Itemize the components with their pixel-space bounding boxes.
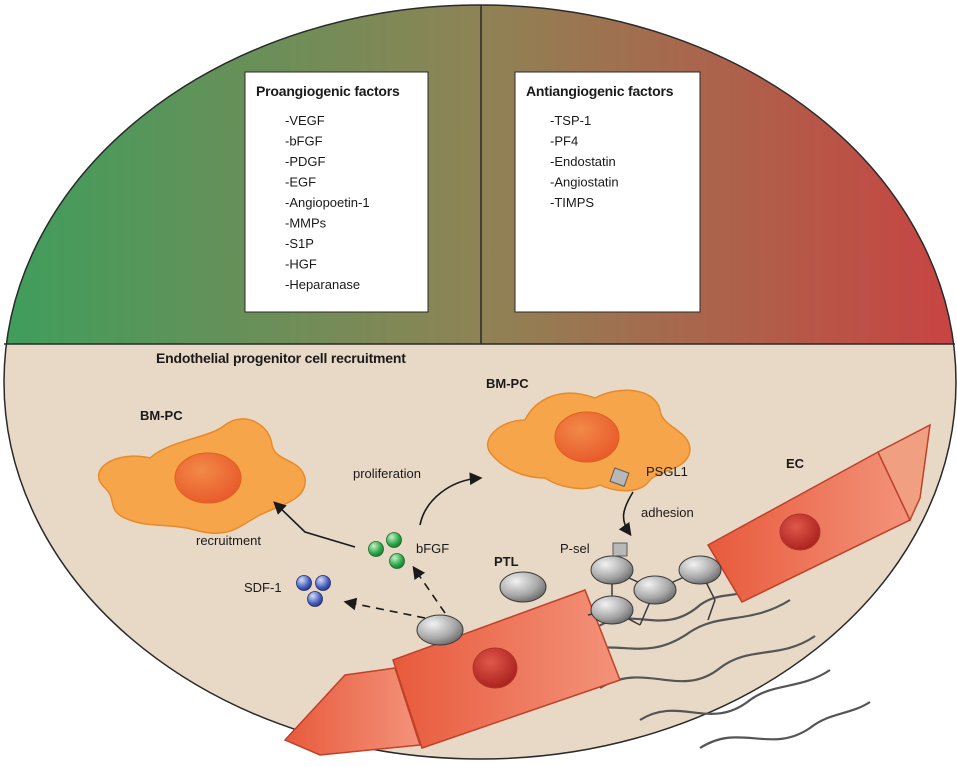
sdf1-ball-1: [296, 575, 312, 591]
proangiogenic-factor-item: -Angiopoetin-1: [285, 195, 370, 210]
sdf1-ball-2: [315, 575, 331, 591]
bmpc-left-cell: [97, 418, 306, 535]
proangiogenic-factor-item: -S1P: [285, 236, 314, 251]
antiangiogenic-list: -TSP-1 -PF4 -Endostatin -Angiostatin -TIMPS: [550, 113, 619, 210]
bfgf-ball-2: [386, 532, 402, 548]
ec-label: EC: [786, 456, 805, 471]
sdf1-ball-3: [307, 591, 323, 607]
psgl1-label: PSGL1: [646, 464, 688, 479]
bmpc-right-nucleus: [554, 411, 620, 463]
antiangiogenic-box: Antiangiogenic factors -TSP-1 -PF4 -Endost…: [514, 71, 701, 313]
bmpc-right-label: BM-PC: [486, 376, 529, 391]
nucleus-right: [779, 513, 821, 551]
platelet-2: [499, 571, 547, 603]
ptl-label: PTL: [494, 554, 519, 569]
proangiogenic-title: Proangiogenic factors: [256, 83, 400, 99]
receptor-4: [590, 595, 634, 625]
top-gradient-region: [4, 5, 956, 344]
receptor-1: [590, 555, 634, 585]
antiangiogenic-factor-item: -Endostatin: [550, 154, 616, 169]
nucleus-lower: [472, 647, 518, 689]
proangiogenic-list: -VEGF -bFGF -PDGF -EGF -Angiopoetin-1 -MMPs -S…: [285, 113, 370, 292]
bmpc-right-cell: [486, 389, 691, 492]
receptor-3: [678, 555, 722, 585]
psel-label: P-sel: [560, 541, 590, 556]
sdf1-label: SDF-1: [244, 580, 282, 595]
fiber-4: [639, 669, 831, 721]
receptor-2: [633, 575, 677, 605]
endothelial-cell-fragment-left: [283, 667, 422, 756]
recruitment-arrow: [273, 501, 356, 548]
adhesion-label: adhesion: [641, 505, 694, 520]
arrows: [273, 472, 634, 619]
proliferation-label: proliferation: [353, 466, 421, 481]
bfgf-ball-3: [389, 553, 405, 569]
proangiogenic-factor-item: -PDGF: [285, 154, 326, 169]
p-selectin-square: [612, 542, 628, 557]
platelet-1: [416, 614, 464, 646]
sdf1-molecules: [296, 575, 331, 607]
proangiogenic-factor-item: -Heparanase: [285, 277, 360, 292]
psgl1-square: [609, 467, 630, 487]
antiangiogenic-box-frame: [514, 71, 701, 313]
adhesion-network: [587, 542, 722, 626]
endothelial-cell-fragment-right: [877, 423, 931, 522]
outer-ellipse: [3, 4, 957, 760]
proliferation-arrow: [419, 472, 483, 526]
proangiogenic-factor-item: -MMPs: [285, 216, 327, 231]
proangiogenic-factor-item: -VEGF: [285, 113, 325, 128]
proangiogenic-factor-item: -bFGF: [285, 134, 323, 149]
antiangiogenic-factor-item: -TSP-1: [550, 113, 591, 128]
antiangiogenic-title: Antiangiogenic factors: [526, 83, 674, 99]
platelet-receptors: [416, 571, 547, 646]
bmpc-left-label: BM-PC: [140, 408, 183, 423]
bfgf-ball-1: [368, 541, 384, 557]
antiangiogenic-factor-item: -PF4: [550, 134, 578, 149]
fiber-3: [599, 635, 816, 689]
proangiogenic-box-frame: [244, 71, 429, 313]
antiangiogenic-factor-item: -Angiostatin: [550, 175, 619, 190]
fiber-5: [699, 701, 871, 749]
endothelial-cells: [283, 423, 931, 756]
arrow-to-bfgf: [412, 565, 446, 614]
antiangiogenic-factor-item: -TIMPS: [550, 195, 594, 210]
proangiogenic-factor-item: -HGF: [285, 257, 317, 272]
adhesion-arrow: [618, 491, 634, 537]
bmpc-left-nucleus: [174, 452, 242, 504]
recruitment-label: recruitment: [196, 533, 261, 548]
proangiogenic-box: Proangiogenic factors -VEGF -bFGF -PDGF -EG…: [244, 71, 429, 313]
recruitment-section-title: Endothelial progenitor cell recruitment: [156, 350, 406, 366]
proangiogenic-factor-item: -EGF: [285, 175, 316, 190]
bfgf-label: bFGF: [416, 541, 449, 556]
bfgf-molecules: [368, 532, 405, 569]
